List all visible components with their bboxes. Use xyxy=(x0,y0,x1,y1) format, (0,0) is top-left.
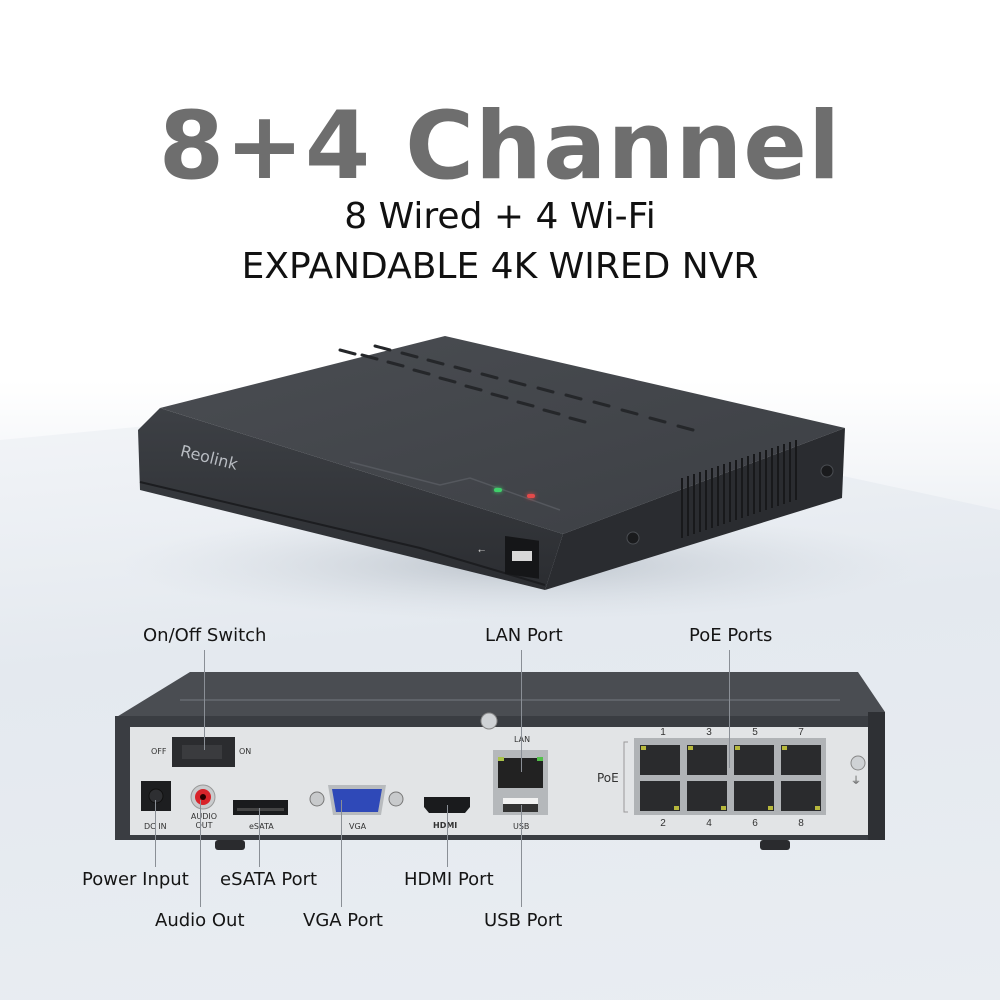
callout-usb-port: USB Port xyxy=(484,910,563,931)
svg-text:⭠: ⭠ xyxy=(478,546,485,556)
poe-numbers-top: 1 3 5 7 xyxy=(640,727,824,738)
leader-line xyxy=(204,650,205,750)
poe-port-number: 1 xyxy=(660,727,666,738)
leader-line xyxy=(447,805,448,867)
poe-numbers-bottom: 2 4 6 8 xyxy=(640,818,824,829)
esata-label: eSATA xyxy=(249,822,274,831)
poe-port-number: 2 xyxy=(660,818,666,829)
ground-icon: ⏚ xyxy=(851,776,861,787)
callout-lan-port: LAN Port xyxy=(485,625,563,646)
poe-port-number: 3 xyxy=(706,727,712,738)
leader-line xyxy=(521,650,522,772)
callout-vga-port: VGA Port xyxy=(303,910,383,931)
lan-label: LAN xyxy=(514,735,531,744)
callout-on-off-switch: On/Off Switch xyxy=(143,625,267,646)
subtitle-product: EXPANDABLE 4K WIRED NVR xyxy=(241,246,759,287)
callout-hdmi-port: HDMI Port xyxy=(404,869,494,890)
leader-line xyxy=(200,800,201,907)
poe-port-number: 5 xyxy=(752,727,758,738)
callout-poe-ports: PoE Ports xyxy=(689,625,773,646)
subtitle-channels: 8 Wired + 4 Wi-Fi xyxy=(344,196,656,237)
leader-line xyxy=(341,800,342,907)
leader-line xyxy=(729,650,730,768)
poe-port-number: 4 xyxy=(706,818,712,829)
callout-audio-out: Audio Out xyxy=(155,910,245,931)
switch-on-label: ON xyxy=(239,747,252,756)
callout-esata-port: eSATA Port xyxy=(220,869,318,890)
leader-line xyxy=(521,805,522,907)
poe-port-number: 6 xyxy=(752,818,758,829)
vga-label: VGA xyxy=(349,822,367,831)
callout-power-input: Power Input xyxy=(82,869,189,890)
poe-port-number: 8 xyxy=(798,818,804,829)
leader-line xyxy=(259,808,260,867)
page-title: 8+4 Channel xyxy=(158,92,842,201)
power-led-icon xyxy=(494,488,502,492)
hdd-led-icon xyxy=(527,494,535,498)
leader-line xyxy=(155,800,156,867)
audio-out-label: AUDIO OUT xyxy=(190,812,218,830)
switch-off-label: OFF xyxy=(151,747,167,756)
poe-port-number: 7 xyxy=(798,727,804,738)
hdmi-label: HDMI xyxy=(433,821,458,830)
poe-label: PoE xyxy=(597,771,619,785)
